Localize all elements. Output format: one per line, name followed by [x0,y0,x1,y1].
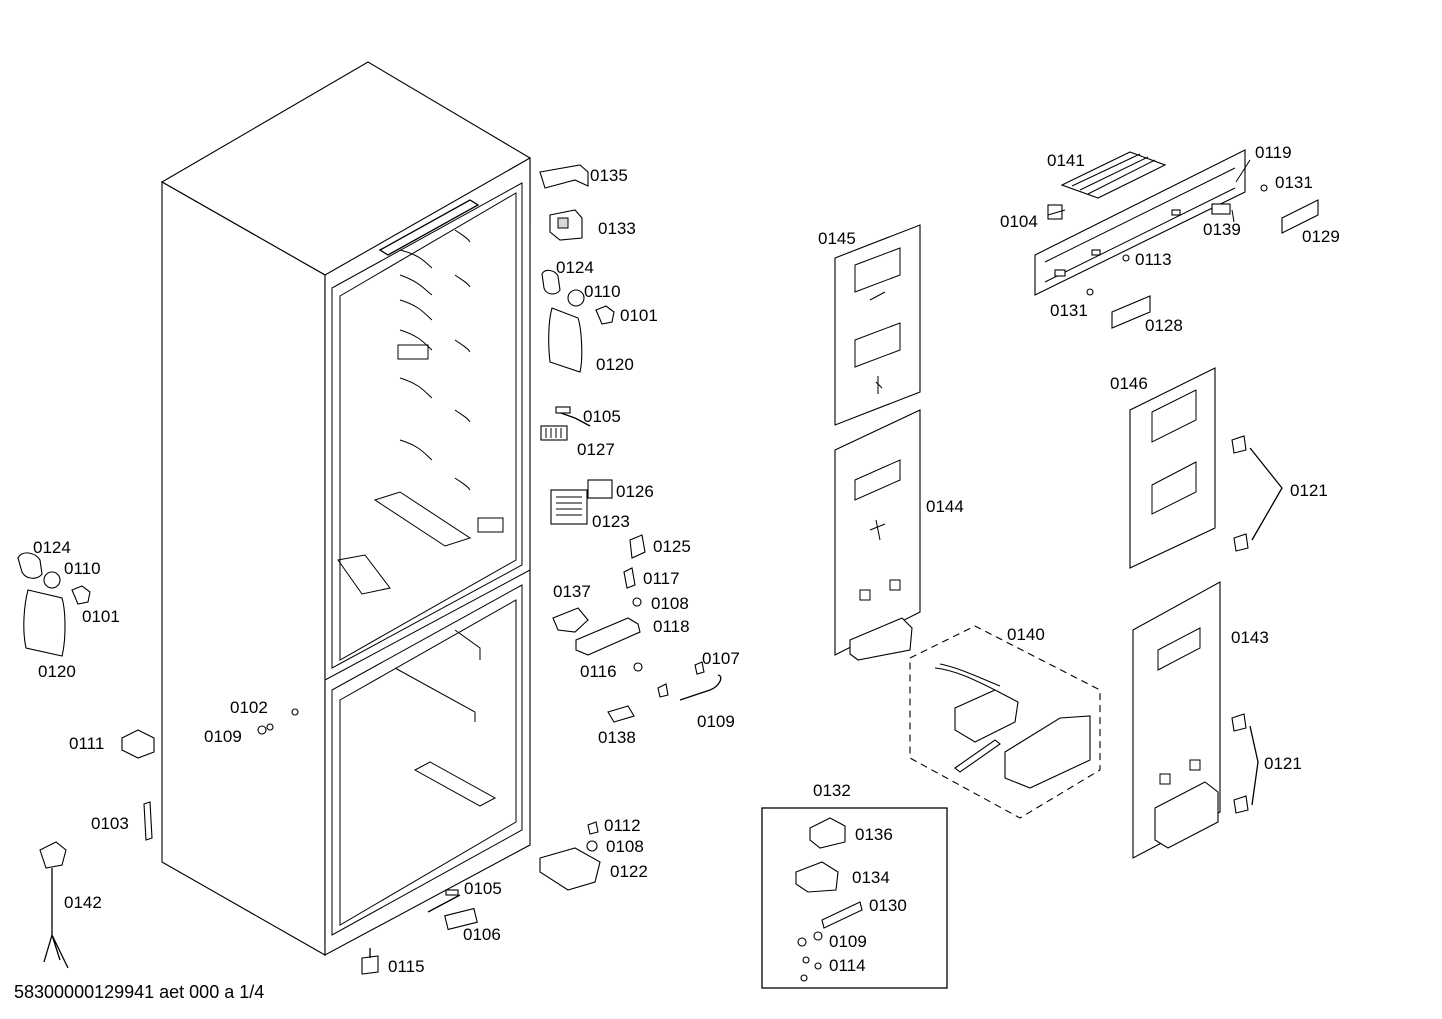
callout-0125: 0125 [653,537,691,556]
callout-0105: 0105 [464,879,502,898]
callout-0118: 0118 [653,617,690,636]
callout-0102: 0102 [230,698,268,717]
callout-0120: 0120 [596,355,634,374]
callout-0112: 0112 [604,816,641,835]
left-parts [17,552,155,969]
callout-0113: 0113 [1135,250,1172,269]
callout-0133: 0133 [598,219,636,238]
callout-0136: 0136 [855,825,893,844]
callout-0109: 0109 [829,932,867,951]
callout-0108: 0108 [606,837,644,856]
callout-0131: 0131 [1275,173,1313,192]
callout-0143: 0143 [1231,628,1269,647]
callout-0121: 0121 [1264,754,1302,773]
callout-0126: 0126 [616,482,654,501]
callout-0114: 0114 [829,956,866,975]
leader-lines [1047,159,1251,223]
hinge-kit-box [761,807,948,989]
callout-0119: 0119 [1255,143,1292,162]
small-parts [257,164,722,975]
callout-0146: 0146 [1110,374,1148,393]
callout-0123: 0123 [592,512,630,531]
callout-0110: 0110 [584,282,621,301]
callout-0109: 0109 [697,712,735,731]
callout-0130: 0130 [869,896,907,915]
callout-0103: 0103 [91,814,129,833]
callout-0104: 0104 [1000,212,1038,231]
control-panel [1034,149,1319,329]
callout-0101: 0101 [620,306,658,325]
callout-0144: 0144 [926,497,964,516]
doors [834,224,1283,859]
callout-labels: 0135 0133 0124 0110 0101 0120 0105 0127 … [33,143,1340,976]
callout-0134: 0134 [852,868,890,887]
callout-0106: 0106 [463,925,501,944]
callout-0105: 0105 [583,407,621,426]
callout-0120: 0120 [38,662,76,681]
callout-0135: 0135 [590,166,628,185]
callout-0138: 0138 [598,728,636,747]
callout-0140: 0140 [1007,625,1045,644]
callout-0115: 0115 [388,957,425,976]
callout-0124: 0124 [33,538,71,557]
callout-0127: 0127 [577,440,615,459]
light-assembly-group [909,625,1101,819]
callout-0107: 0107 [702,649,740,668]
callout-0141: 0141 [1047,151,1085,170]
callout-0131: 0131 [1050,301,1088,320]
callout-0109: 0109 [204,727,242,746]
callout-0101: 0101 [82,607,120,626]
callout-0137: 0137 [553,582,591,601]
callout-0110: 0110 [64,559,101,578]
callout-0145: 0145 [818,229,856,248]
callout-0121: 0121 [1290,481,1328,500]
callout-0129: 0129 [1302,227,1340,246]
callout-0128: 0128 [1145,316,1183,335]
document-id-footer: 58300000129941 aet 000 a 1/4 [14,982,264,1002]
callout-0122: 0122 [610,862,648,881]
refrigerator-cabinet [160,61,531,956]
callout-0132: 0132 [813,781,851,800]
callout-0108: 0108 [651,594,689,613]
callout-0111: 0111 [69,734,104,753]
callout-0117: 0117 [643,569,680,588]
callout-0124: 0124 [556,258,594,277]
callout-0116: 0116 [580,662,617,681]
callout-0142: 0142 [64,893,102,912]
callout-0139: 0139 [1203,220,1241,239]
